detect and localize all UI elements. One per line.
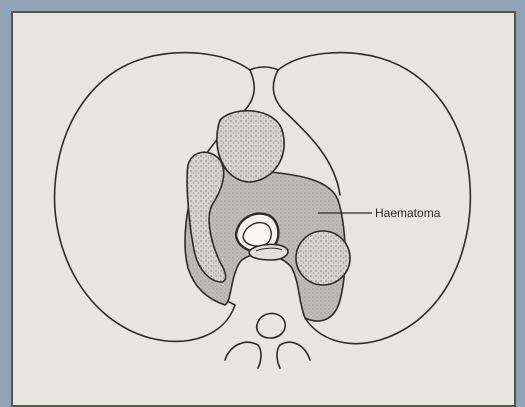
sternum-notch — [250, 67, 278, 70]
descending-aorta — [296, 231, 350, 285]
vertebra-right-arch — [277, 342, 310, 368]
vertebral-body — [257, 313, 285, 338]
haematoma-label: Haematoma — [375, 206, 441, 220]
upper-mass — [217, 111, 284, 182]
oesophagus — [249, 244, 288, 260]
vertebra-left-arch — [225, 342, 261, 368]
